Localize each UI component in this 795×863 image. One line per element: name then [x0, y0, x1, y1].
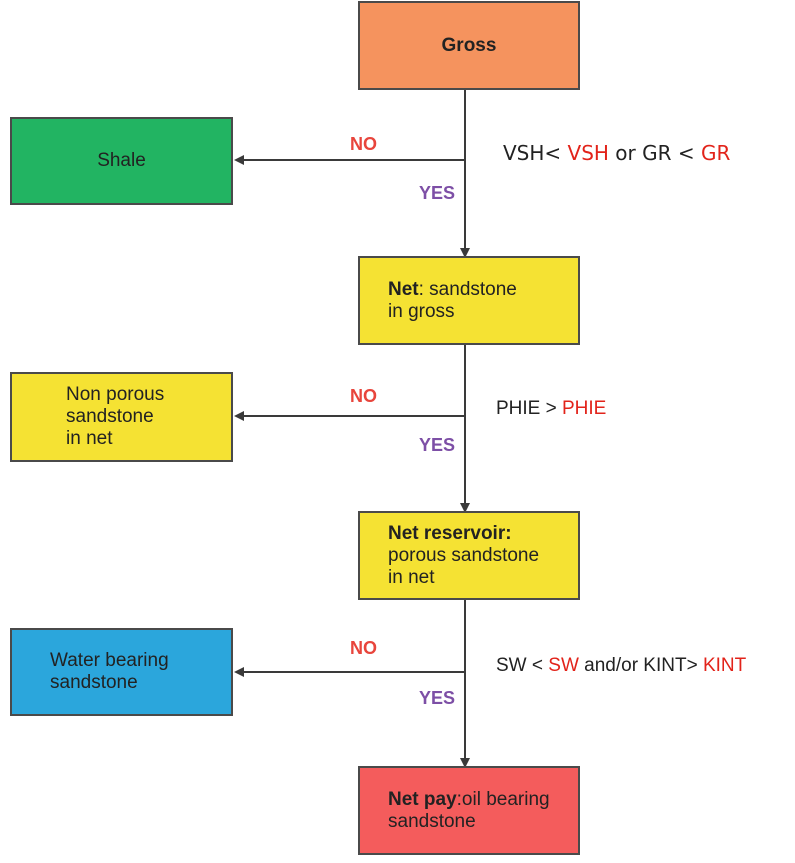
no-label-2: NO: [350, 386, 377, 406]
water-bearing-box: Water bearing sandstone: [10, 628, 233, 716]
condition-3-text-b: and/or KINT>: [578, 655, 703, 676]
no-label-1: NO: [350, 134, 377, 154]
net-box: Net: sandstone in gross: [358, 256, 580, 345]
condition-3-threshold-sw: SW: [548, 655, 579, 676]
water-bearing-line1: Water bearing: [50, 650, 169, 671]
net-pay-label-bold: Net pay: [388, 788, 457, 810]
condition-3-text-a: SW <: [496, 655, 549, 676]
condition-2-threshold-phie: PHIE: [562, 398, 607, 419]
net-reservoir-label-bold: Net reservoir:: [388, 522, 512, 544]
condition-1-text-a: VSH<: [503, 141, 568, 165]
condition-2-text-a: PHIE >: [496, 398, 562, 419]
condition-3-threshold-kint: KINT: [702, 655, 747, 676]
net-label-rest: : sandstone: [418, 278, 517, 300]
shale-box: Shale: [10, 117, 233, 205]
net-pay-label-rest: :oil bearing: [456, 788, 550, 810]
net-reservoir-box: Net reservoir: porous sandstone in net: [358, 511, 580, 600]
net-label-bold: Net: [388, 278, 419, 300]
net-pay-line2: sandstone: [388, 810, 476, 832]
yes-label-3: YES: [419, 688, 456, 708]
condition-sw-kint: SW < SW and/or KINT> KINT: [496, 655, 746, 677]
condition-1-threshold-vsh: VSH: [567, 141, 609, 165]
net-pay-box: Net pay:oil bearing sandstone: [358, 766, 580, 855]
condition-1-threshold-gr: GR: [701, 141, 731, 165]
non-porous-box: Non porous sandstone in net: [10, 372, 233, 462]
net-reservoir-line3: in net: [388, 566, 435, 588]
non-porous-line3: in net: [66, 428, 113, 449]
non-porous-line1: Non porous: [66, 384, 165, 405]
net-label-line2: in gross: [388, 300, 455, 322]
gross-box: Gross: [358, 1, 580, 90]
gross-label: Gross: [441, 34, 497, 56]
condition-1-text-b: or GR <: [608, 141, 701, 165]
yes-label-2: YES: [419, 435, 456, 455]
condition-phie: PHIE > PHIE: [496, 398, 606, 420]
shale-label: Shale: [97, 150, 146, 171]
non-porous-line2: sandstone: [66, 406, 154, 427]
water-bearing-line2: sandstone: [50, 672, 138, 693]
net-reservoir-line2: porous sandstone: [388, 544, 540, 566]
condition-vsh-gr: VSH< VSH or GR < GR: [503, 142, 730, 164]
no-label-3: NO: [350, 638, 377, 658]
yes-label-1: YES: [419, 183, 456, 203]
